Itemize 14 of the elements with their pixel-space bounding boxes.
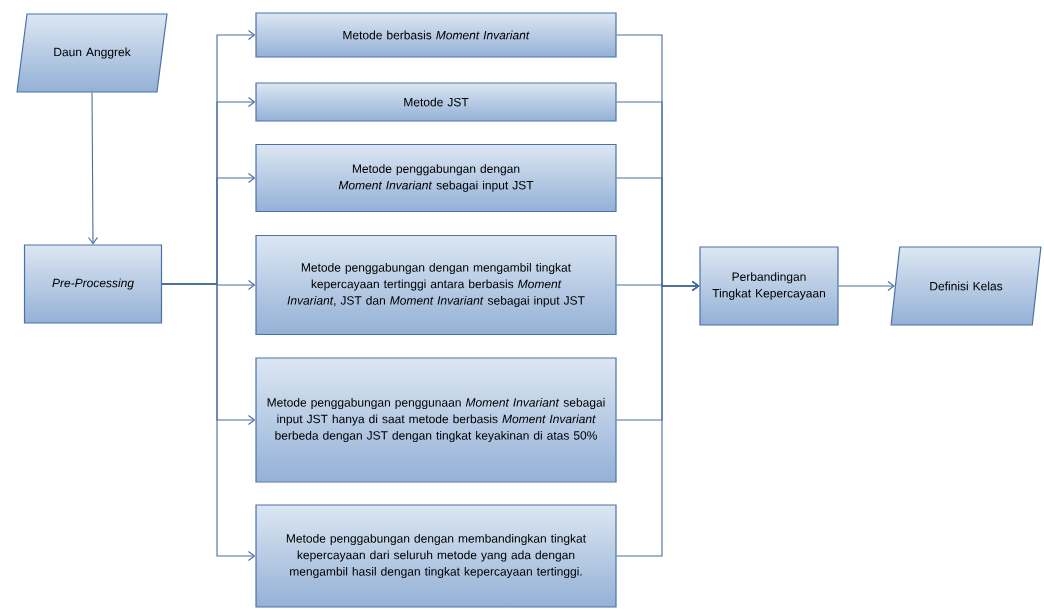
process-box: Metode penggabungan dengan membandingkan tingkat kepercayaan dari seluruh metode yang ada dengan mengambil hasil dengan tingkat kepercayaan tertinggi. [255, 504, 617, 608]
arrow [838, 280, 895, 292]
arrow [161, 283, 256, 562]
process-box: Pre-Processing [23, 244, 163, 324]
process-box: Metode penggabungan dengan mengambil tingkat kepercayaan tertinggi antara berbasis Moment Invariant, JST dan Moment Invariant sebagai input JST [255, 234, 617, 336]
arrow [616, 280, 700, 557]
input-output-parallelogram: Definisi Kelas [890, 246, 1042, 326]
process-box: Metode JST [255, 82, 617, 122]
input-output-parallelogram: Daun Anggrek [16, 13, 168, 93]
process-box: Metode penggabungan dengan Moment Invariant sebagai input JST [255, 143, 617, 213]
process-box: Perbandingan Tingkat Kepercayaan [699, 246, 839, 326]
process-box: Metode berbasis Moment Invariant [255, 12, 617, 58]
arrow [87, 92, 98, 245]
process-box: Metode penggabungan penggunaan Moment Invariant sebagai input JST hanya di saat metode berbasis Moment Invariant berbeda dengan JST dengan tingkat keyakinan di atas 50% [255, 357, 617, 483]
